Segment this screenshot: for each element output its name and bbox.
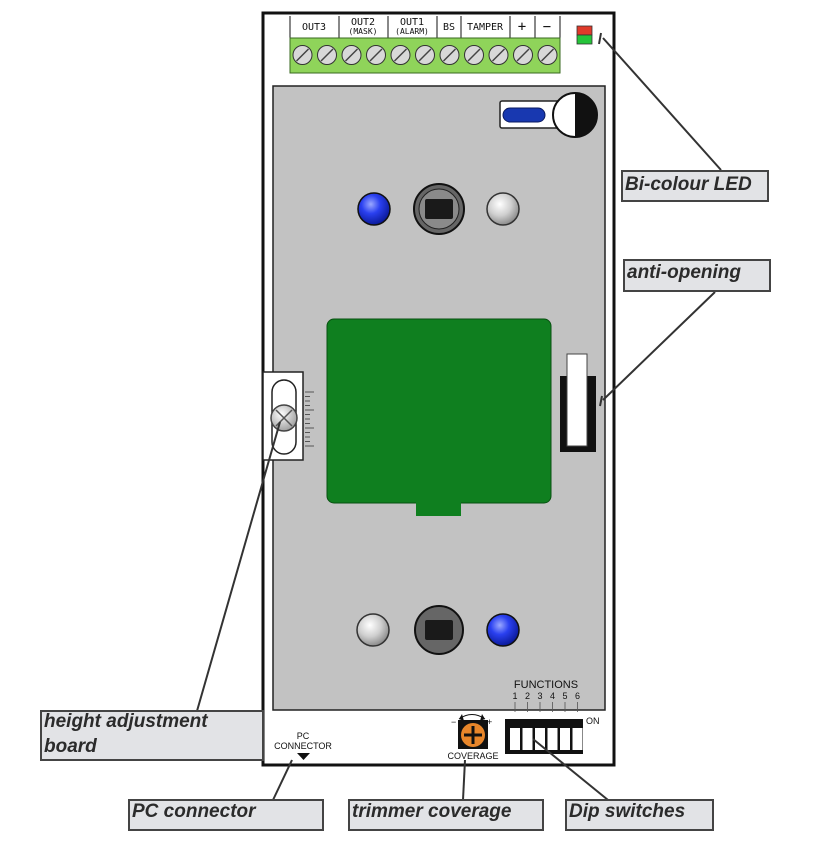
pir-sensor-bottom xyxy=(414,605,464,655)
callout-pc-connector-text: PC connector xyxy=(132,801,257,822)
dip-on-label: ON xyxy=(586,716,600,726)
pc-connector-label-line2: CONNECTOR xyxy=(274,741,332,751)
top-switch xyxy=(499,92,598,138)
dip-keys xyxy=(510,728,583,750)
blue-led-top xyxy=(357,192,391,226)
callout-pc-connector: PC connector xyxy=(128,799,324,831)
terminal-label-minus: − xyxy=(543,19,551,35)
dip-switch-key[interactable] xyxy=(547,728,558,750)
terminal-screw-icon xyxy=(513,45,533,65)
terminal-screw-icon xyxy=(415,45,435,65)
pcb-module xyxy=(326,318,552,516)
dip-number: 6 xyxy=(575,691,580,701)
dip-switch-key[interactable] xyxy=(535,728,545,750)
bicolour-led xyxy=(576,25,593,45)
tamper-switch xyxy=(560,353,596,452)
pc-connector-arrow-icon xyxy=(297,753,310,760)
terminal-label-out1: OUT1 xyxy=(400,17,424,28)
dip-switch-key[interactable] xyxy=(510,728,520,750)
terminal-screw-icon xyxy=(366,45,386,65)
callout-bicolour-led: Bi-colour LED xyxy=(621,170,769,202)
terminal-screw-icon xyxy=(341,45,362,65)
terminal-sublabel-mask: (MASK) xyxy=(349,27,378,36)
terminal-screw-icon xyxy=(439,45,460,65)
dip-switch-key[interactable] xyxy=(522,728,533,750)
callout-height-adjustment: height adjustment board xyxy=(40,710,264,761)
callout-anti-opening: anti-opening xyxy=(623,259,771,292)
functions-label: FUNCTIONS xyxy=(514,679,578,691)
led-red-half xyxy=(576,25,593,36)
dip-number: 2 xyxy=(525,691,530,701)
callout-height-adjustment-text-line2: board xyxy=(44,736,97,757)
terminal-screws xyxy=(292,45,558,65)
grey-led-bottom xyxy=(356,613,390,647)
terminal-screw-icon xyxy=(390,45,411,65)
trimmer-minus-label: − xyxy=(451,717,456,727)
trimmer-plus-label: + xyxy=(487,717,492,727)
callout-trimmer-coverage: trimmer coverage xyxy=(348,799,544,831)
terminal-label-out2: OUT2 xyxy=(351,17,375,28)
terminal-screw-icon xyxy=(464,45,484,65)
terminal-label-plus: + xyxy=(518,19,526,35)
terminal-screw-icon xyxy=(537,45,558,65)
terminal-screw-icon xyxy=(292,45,313,65)
leader-lines xyxy=(196,32,722,801)
height-adjustment-slot xyxy=(262,371,314,461)
terminal-screw-icon xyxy=(488,45,509,65)
terminal-label-tamper: TAMPER xyxy=(467,22,504,33)
dip-number: 3 xyxy=(537,691,542,701)
dip-number: 5 xyxy=(562,691,567,701)
callout-anti-opening-text: anti-opening xyxy=(627,262,741,283)
callout-bicolour-led-text: Bi-colour LED xyxy=(625,174,752,195)
callout-trimmer-coverage-text: trimmer coverage xyxy=(352,801,512,822)
blue-led-bottom xyxy=(486,613,520,647)
terminal-block: OUT3 OUT2 (MASK) OUT1 (ALARM) BS TAMPER … xyxy=(289,16,561,74)
callout-dip-switches: Dip switches xyxy=(565,799,714,831)
pc-connector-label-line1: PC xyxy=(297,731,310,741)
dip-number: 1 xyxy=(512,691,517,701)
terminal-label-out3: OUT3 xyxy=(302,22,326,33)
callout-height-adjustment-text-line1: height adjustment xyxy=(44,711,208,732)
height-scale xyxy=(305,391,314,447)
trimmer: − + COVERAGE xyxy=(447,714,499,761)
dip-number: 4 xyxy=(550,691,555,701)
led-green-half xyxy=(576,34,593,45)
grey-led-top xyxy=(486,192,520,226)
terminal-sublabel-alarm: (ALARM) xyxy=(395,27,429,36)
callout-dip-switches-text: Dip switches xyxy=(569,801,685,822)
terminal-label-bs: BS xyxy=(443,22,455,33)
dip-switch-key[interactable] xyxy=(572,728,583,750)
dip-switch-key[interactable] xyxy=(560,728,570,750)
coverage-label: COVERAGE xyxy=(447,751,498,761)
terminal-screw-icon xyxy=(317,45,337,65)
pir-sensor-top xyxy=(413,183,465,235)
